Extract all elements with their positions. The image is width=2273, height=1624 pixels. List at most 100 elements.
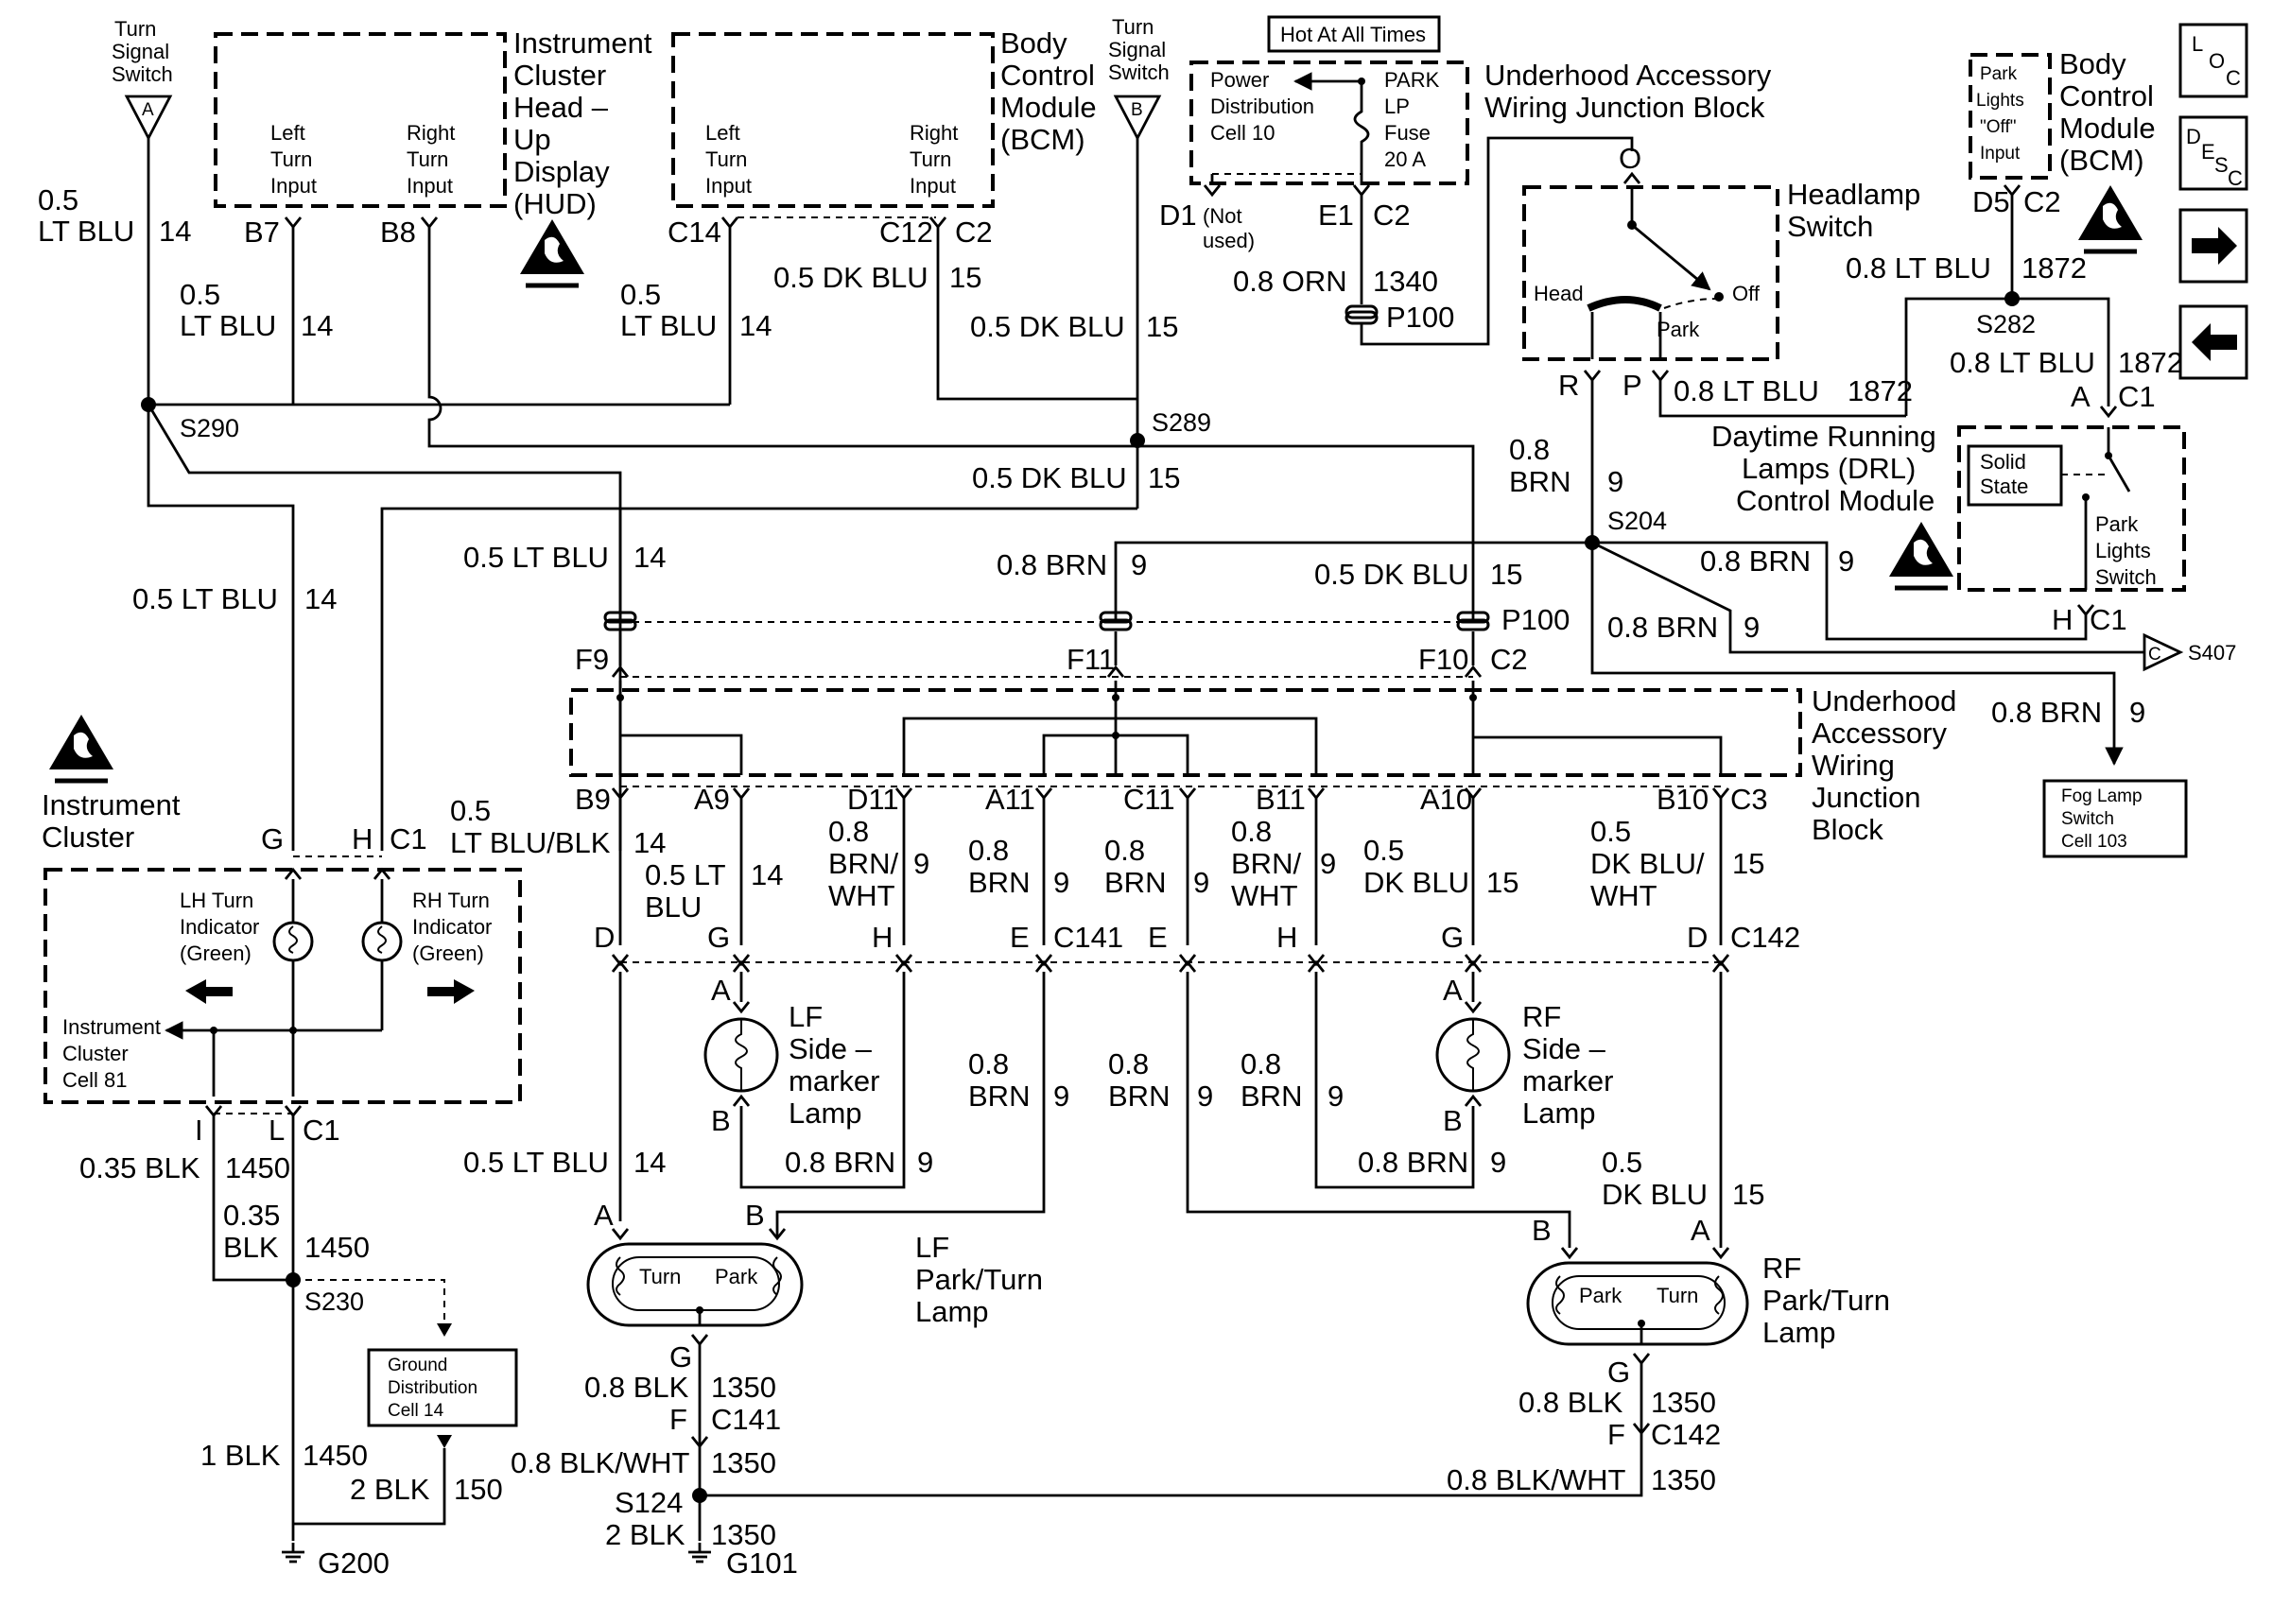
lf-side-4: Lamp xyxy=(789,1097,862,1130)
pin-c2: C2 xyxy=(955,216,993,249)
lf-lamp-2: Park/Turn xyxy=(915,1263,1043,1296)
cluster-pin-i: I xyxy=(195,1114,203,1147)
ujb-pin-b9: B9 xyxy=(575,783,611,816)
bcmr-brn2-c: 9 xyxy=(1744,611,1760,644)
bcmr-brn2: 0.8 BRN xyxy=(1607,611,1718,644)
left-arrow-icon xyxy=(185,979,233,1004)
bcm-left-1: Left xyxy=(705,121,740,145)
rf-park: Park xyxy=(1579,1284,1622,1307)
rf-wb11-3: WHT xyxy=(1231,879,1298,912)
fog-1: Fog Lamp xyxy=(2061,786,2143,806)
rf-wc11-2: BRN xyxy=(1104,866,1166,899)
lf-wa9-1: 0.5 LT xyxy=(645,858,726,891)
mid-f10: F10 xyxy=(1418,643,1468,676)
hud-right-1: Right xyxy=(407,121,455,145)
rf-pin-g: G xyxy=(1441,921,1464,954)
lf-wa11-c: 9 xyxy=(1053,866,1069,899)
pdc-3: Cell 10 xyxy=(1210,121,1275,145)
switch-b-label-3: Switch xyxy=(1108,60,1170,84)
cluster-right-size: 0.5 xyxy=(450,794,491,827)
loc-button[interactable]: L O C xyxy=(2178,23,2248,98)
w-c14-size: 0.5 xyxy=(620,278,661,311)
switch-b-letter: B xyxy=(1131,100,1143,120)
w-p-circuit: 1872 xyxy=(1848,374,1913,407)
switch-a-label-3: Switch xyxy=(112,62,173,86)
gw4: 2 BLK xyxy=(350,1473,430,1506)
lf-side-b: B xyxy=(711,1104,731,1137)
cell81-3: Cell 81 xyxy=(62,1068,127,1092)
rf-side-b: B xyxy=(1443,1104,1463,1137)
rf-lamp-g: G xyxy=(1607,1356,1630,1389)
switch-a-label-1: Turn xyxy=(114,17,156,41)
pin-d5: D5 xyxy=(1972,185,2010,218)
s407: S407 xyxy=(2188,641,2236,665)
fuse-2: LP xyxy=(1384,95,1410,118)
next-page-button[interactable] xyxy=(2178,208,2248,284)
ujb-pin-b10: B10 xyxy=(1657,783,1709,816)
bcmr-brn1-c: 9 xyxy=(1838,544,1854,578)
rf-lamp-3: Lamp xyxy=(1762,1316,1836,1349)
desc-button[interactable]: D E S C xyxy=(2178,115,2248,191)
ujb-pin-d11: D11 xyxy=(847,783,899,816)
gw2-color: BLK xyxy=(223,1231,279,1264)
gw3: 1 BLK xyxy=(200,1439,281,1472)
rf-wh-c: 9 xyxy=(1327,1080,1344,1113)
lf-gw3: 2 BLK xyxy=(605,1518,685,1551)
lf-pin-g: G xyxy=(707,921,730,954)
hud-left-1: Left xyxy=(270,121,305,145)
rf-wb10-c: 15 xyxy=(1732,847,1764,880)
switch-a-label-2: Signal xyxy=(112,40,169,63)
mid-w15-label: 0.5 DK BLU xyxy=(1314,558,1469,591)
turn-signal-switch-b: Turn Signal Switch B xyxy=(1108,15,1170,142)
wire-b7-size: 0.5 xyxy=(180,278,220,311)
bcmr-w2-label: 0.8 LT BLU xyxy=(1950,346,2095,379)
rf-lamp-2: Park/Turn xyxy=(1762,1284,1890,1317)
lf-pin-f-conn: C141 xyxy=(711,1403,781,1436)
splice-s230: S230 xyxy=(304,1287,364,1316)
gd-3: Cell 14 xyxy=(388,1401,444,1421)
bcmr-w1-circuit: 1872 xyxy=(2021,251,2087,285)
rf-we-1: 0.8 xyxy=(1108,1047,1149,1080)
rf-wb11-1: 0.8 xyxy=(1231,815,1272,848)
gw1-c: 1450 xyxy=(225,1151,290,1184)
switch-a-letter: A xyxy=(142,100,154,120)
rf-wb10-1: 0.5 xyxy=(1590,815,1631,848)
ujb-pin-a10: A10 xyxy=(1420,783,1472,816)
hud-title-5: Display xyxy=(513,155,610,188)
cluster-pin-l: L xyxy=(269,1114,285,1147)
gd-2: Distribution xyxy=(388,1378,477,1398)
switch-b-label-1: Turn xyxy=(1112,15,1154,39)
lf-gw1-c: 1350 xyxy=(711,1371,776,1404)
ujb-4: Junction xyxy=(1812,781,1920,814)
prev-page-button[interactable] xyxy=(2178,304,2248,380)
hud-right-2: Turn xyxy=(407,147,448,171)
pin-o: O xyxy=(1619,142,1641,175)
svg-text:S: S xyxy=(2214,153,2229,177)
cluster-left-wire: 0.5 LT BLU xyxy=(132,582,278,615)
w-r-circuit: 9 xyxy=(1607,465,1623,498)
pin-c12: C12 xyxy=(879,216,933,249)
gw3-c: 1450 xyxy=(303,1439,368,1472)
rf-wa10-2: DK BLU xyxy=(1363,866,1469,899)
lf-wa11-2: BRN xyxy=(968,866,1030,899)
right-arrow-icon xyxy=(427,979,475,1004)
headlamp-switch: Headlamp Switch Off Head Park xyxy=(1522,178,1920,361)
wire-left-circuit: 14 xyxy=(159,215,191,248)
fuse-block: Hot At All Times Power Distribution Cell… xyxy=(1189,15,1469,185)
lf-gw3-c: 1350 xyxy=(711,1518,776,1551)
bcm-right-module: Park Lights "Off" Input Body Control Mod… xyxy=(1969,47,2156,251)
pin-e1: E1 xyxy=(1318,199,1354,232)
lf-we-c: 9 xyxy=(1053,1080,1069,1113)
lf-wd-label: 0.5 LT BLU xyxy=(463,1146,609,1179)
wire-left-color: LT BLU xyxy=(38,215,134,248)
bcm-top-title-4: (BCM) xyxy=(1000,123,1085,156)
pin-drl-c1: C1 xyxy=(2118,380,2156,413)
w-c14-color: LT BLU xyxy=(620,309,717,342)
rf-pin-d: D xyxy=(1687,921,1708,954)
rf-turn: Turn xyxy=(1657,1284,1698,1307)
w-sw-label: 0.5 DK BLU xyxy=(970,310,1125,343)
bcmr-box-1: Park xyxy=(1980,64,2018,84)
lh-3: (Green) xyxy=(180,942,252,965)
hud-module: Instrument Cluster Head – Up Display (HU… xyxy=(214,26,652,285)
ujb-pin-a9: A9 xyxy=(694,783,730,816)
